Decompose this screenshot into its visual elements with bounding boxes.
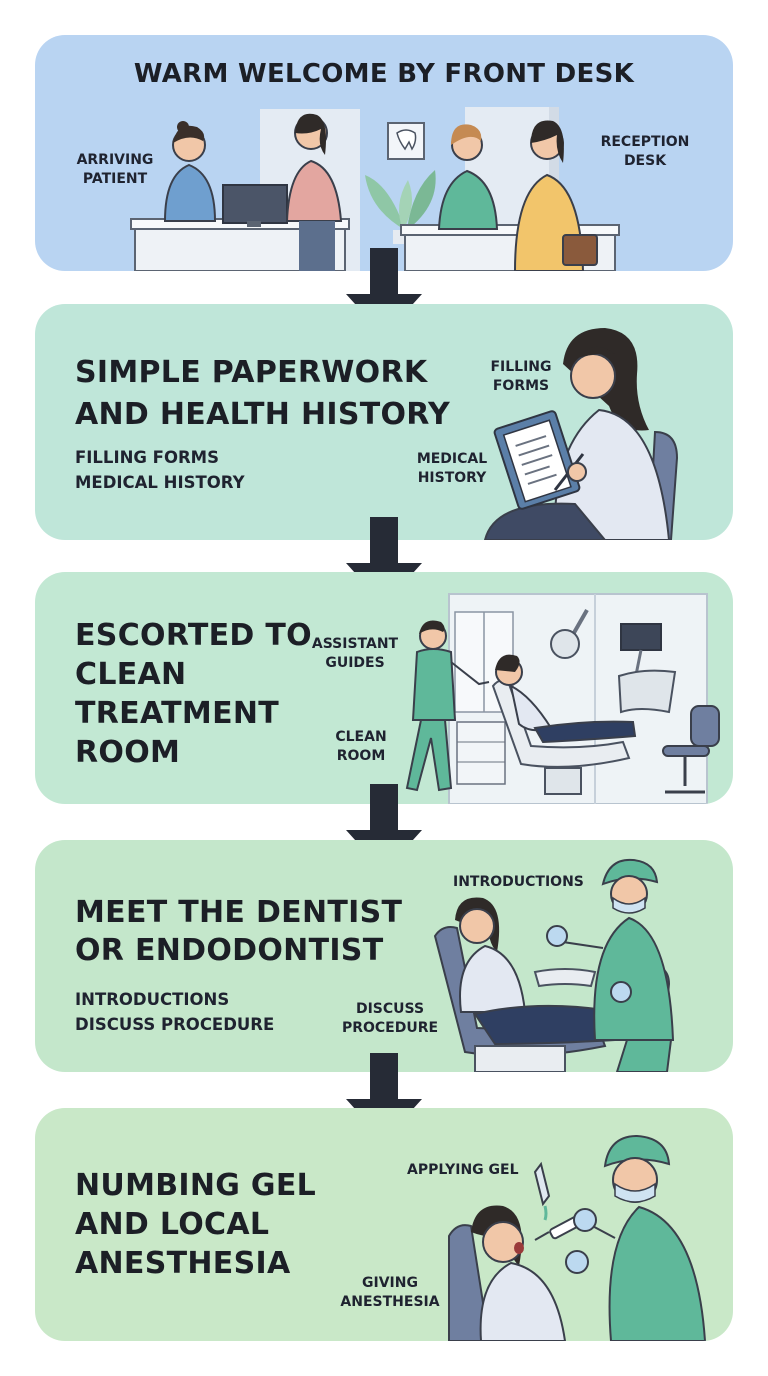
label-discuss-procedure: DISCUSS PROCEDURE [341,1001,439,1036]
patient-figure [483,328,671,540]
front-desk-illustration [130,107,620,271]
stool-icon [662,705,720,794]
label-clean-room: CLEAN ROOM [335,729,387,764]
patient-figure [471,1205,567,1341]
label-filling-forms: FILLING FORMS [490,359,552,394]
step-subitem: MEDICAL HISTORY [75,473,245,492]
patient-figure [495,654,637,744]
step-subitem: DISCUSS PROCEDURE [75,1015,275,1034]
step-card-paperwork: SIMPLE PAPERWORK AND HEALTH HISTORY FILL… [35,304,733,540]
step-card-treatment-room: ESCORTED TO CLEAN TREATMENT ROOM ASSISTA… [35,572,733,804]
computer-monitor-icon [222,184,288,227]
label-medical-history: MEDICAL HISTORY [416,451,488,486]
dentist-figure [546,858,675,1072]
tooth-sign-icon [387,122,425,160]
step-subitem: FILLING FORMS [75,448,219,467]
dentist-figure [565,1134,707,1341]
label-introductions: INTRODUCTIONS [453,874,584,890]
pen-icon [553,453,587,491]
step-title: WARM WELCOME BY FRONT DESK [133,59,635,89]
step-card-front-desk: WARM WELCOME BY FRONT DESK ARRIVING PATI… [35,35,733,271]
label-giving-anesthesia: GIVING ANESTHESIA [340,1275,440,1310]
dental-lamp-icon [550,609,589,659]
label-applying-gel: APPLYING GEL [407,1162,519,1178]
assistant-figure [405,620,490,792]
label-reception-desk: RECEPTION DESK [600,134,690,169]
step-subitem: INTRODUCTIONS [75,990,230,1009]
patient-figure [285,113,343,271]
staff-figure [437,124,499,230]
meet-dentist-illustration [433,858,675,1072]
receptionist-figure [163,121,217,222]
paperwork-illustration [483,328,679,540]
patient-figure [455,897,617,1046]
numbing-illustration [448,1134,707,1341]
step-title: SIMPLE PAPERWORK AND HEALTH HISTORY [75,355,451,432]
step-title: ESCORTED TO CLEAN TREATMENT ROOM [75,618,312,770]
monitor-icon [620,623,662,681]
step-title: MEET THE DENTIST OR ENDODONTIST [75,895,403,968]
gel-applicator-icon [533,1161,551,1221]
label-assistant-guides: ASSISTANT GUIDES [311,636,399,671]
patient-figure [513,120,598,271]
cabinet-icon [456,721,506,785]
step-card-numbing: NUMBING GEL AND LOCAL ANESTHESIA APPLYIN… [35,1108,733,1341]
label-arriving-patient: ARRIVING PATIENT [76,152,154,187]
treatment-room-illustration [405,593,720,804]
step-title: NUMBING GEL AND LOCAL ANESTHESIA [75,1168,317,1281]
clipboard-icon [493,410,581,510]
step-card-meet-dentist: MEET THE DENTIST OR ENDODONTIST INTRODUC… [35,840,733,1072]
